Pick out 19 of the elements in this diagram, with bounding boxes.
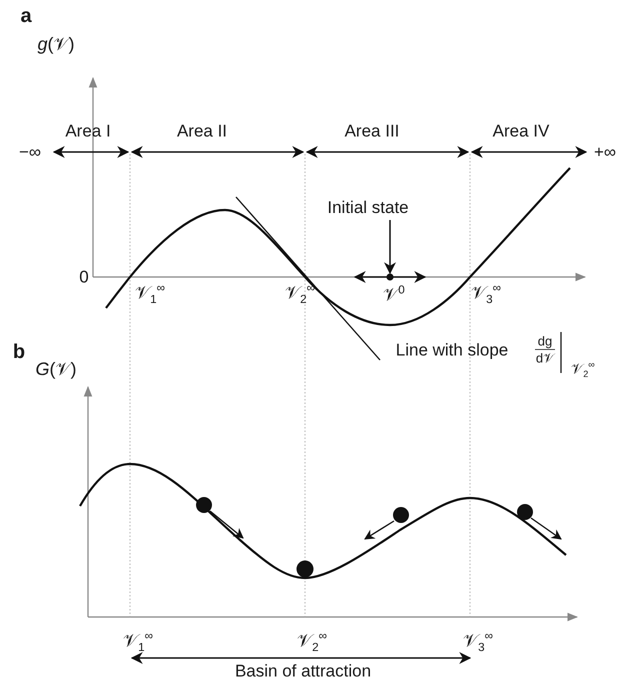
state-point	[386, 274, 394, 280]
text-label: Area III	[344, 122, 400, 140]
math-label: G(𝒱)	[36, 360, 76, 378]
annotation-text: Initial state	[327, 198, 409, 218]
math-label: g(𝒱)	[38, 35, 74, 53]
text-label: 0	[79, 268, 89, 286]
text-label: Basin of attraction	[234, 662, 372, 680]
panel-letter: a	[20, 6, 32, 26]
text-label: Area IV	[492, 122, 550, 140]
panel-letter: b	[12, 342, 26, 362]
text-label: +∞	[594, 144, 616, 160]
arrow	[384, 220, 396, 274]
text-label: −∞	[18, 144, 42, 160]
fraction-part: dg	[538, 334, 552, 348]
math-label: 𝒱$^{0}$	[383, 284, 405, 304]
fraction-part: d𝒱	[536, 352, 554, 364]
text-label: Area I	[65, 122, 111, 140]
text-label: Area II	[176, 122, 228, 140]
text-label: Line with slope	[396, 342, 508, 358]
